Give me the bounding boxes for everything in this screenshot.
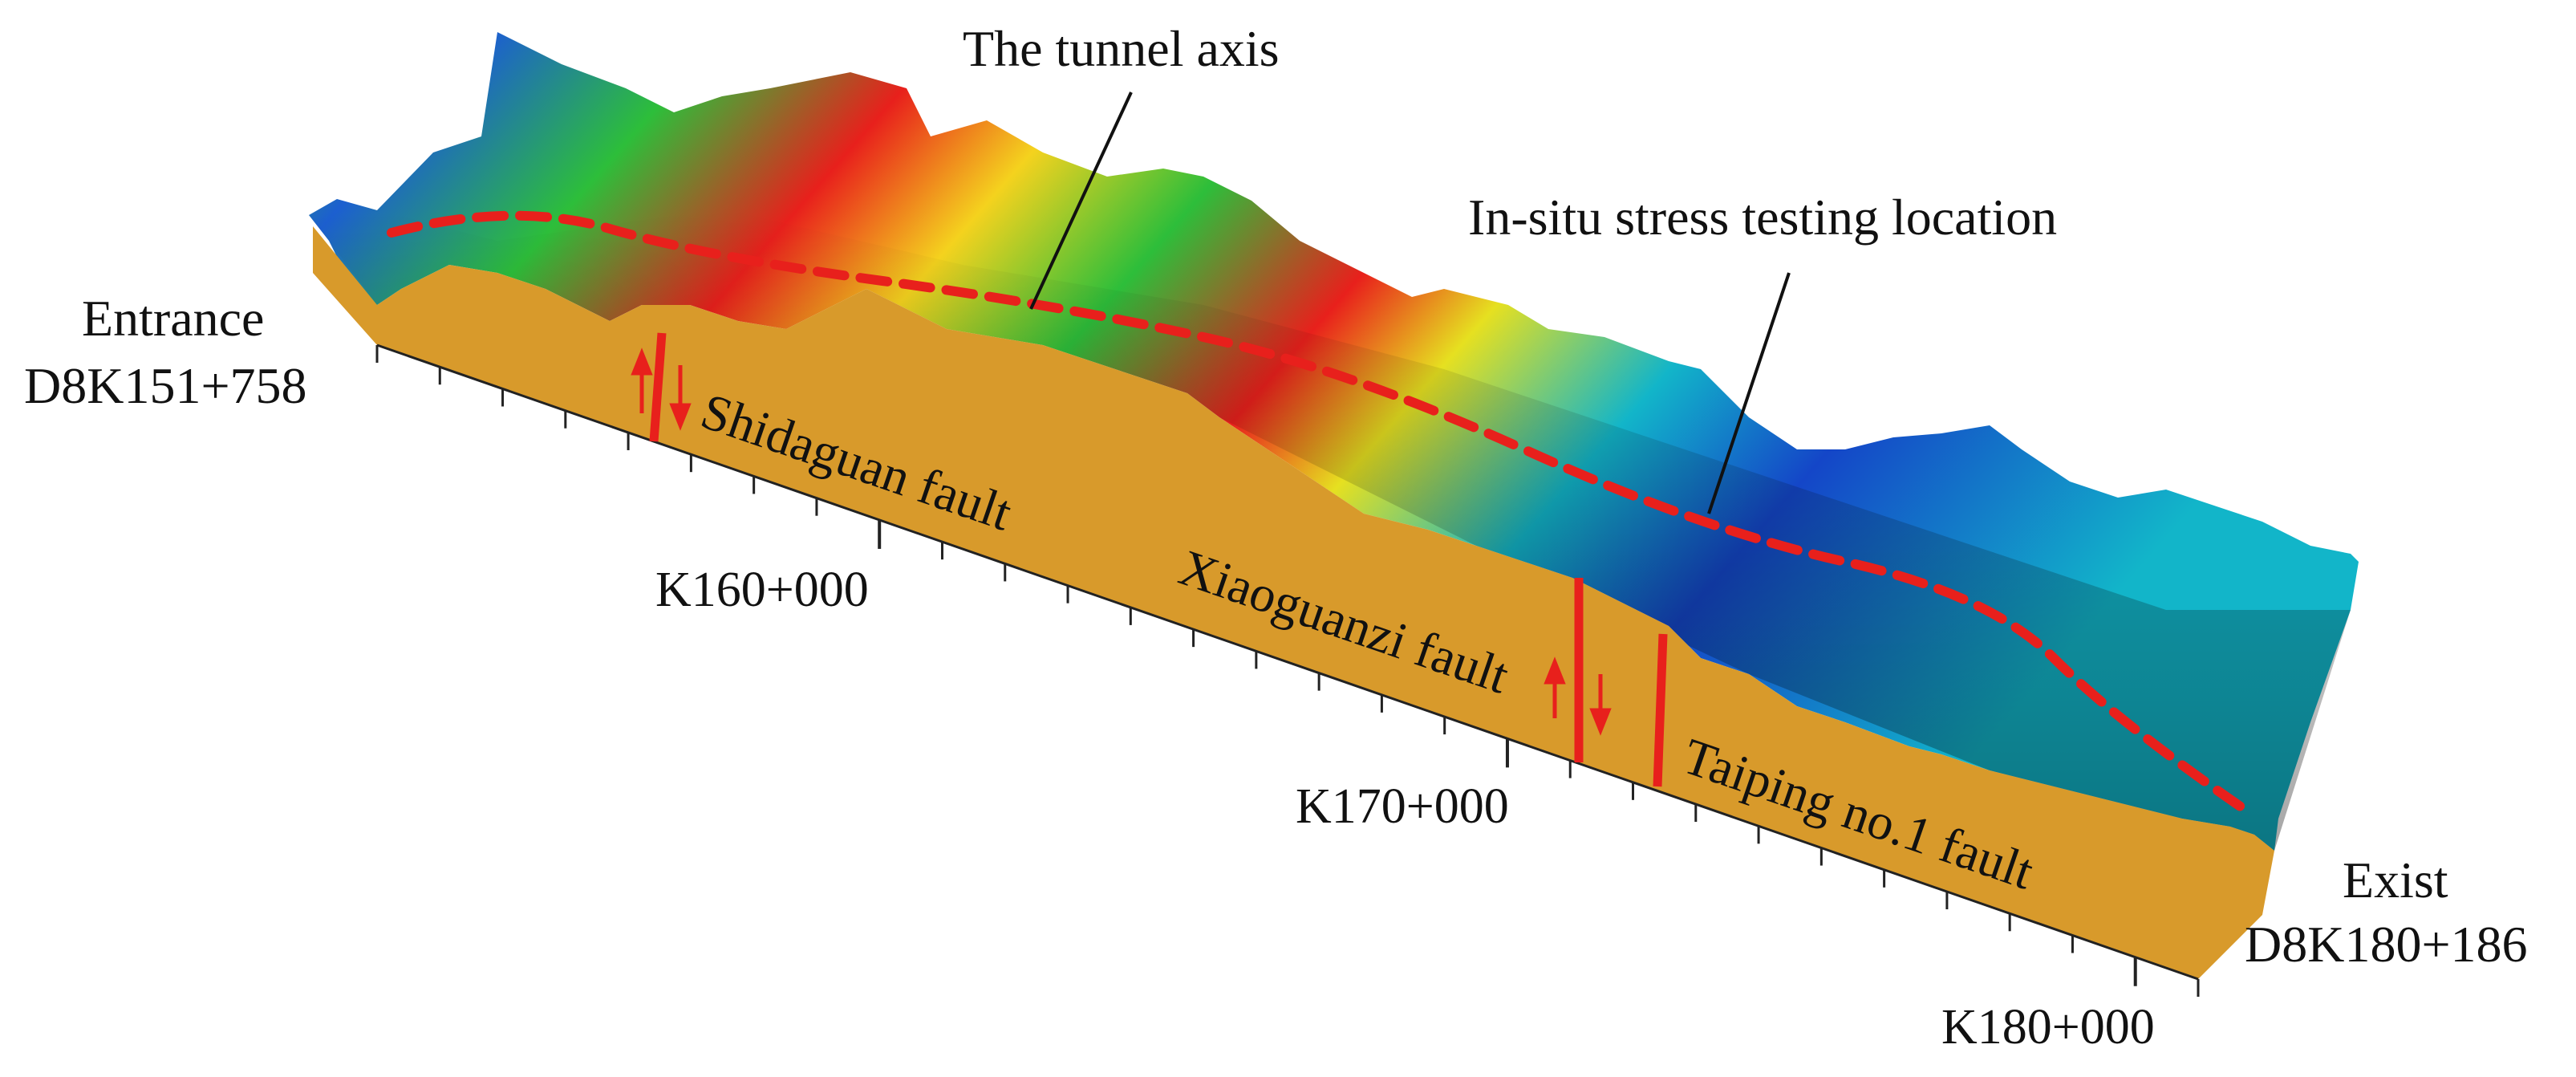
base-block bbox=[313, 226, 2274, 981]
exit-label: Exist bbox=[2343, 851, 2448, 908]
arrow-up-icon bbox=[1544, 656, 1566, 718]
stress-location-label: In-situ stress testing location bbox=[1468, 189, 2057, 246]
stress-location-pointer bbox=[1707, 272, 1791, 514]
fault-line-taiping bbox=[1653, 633, 1668, 787]
fault-line-shidaguan bbox=[649, 332, 667, 442]
entrance-label: Entrance bbox=[82, 290, 264, 347]
arrow-down-icon bbox=[669, 365, 692, 431]
arrow-down-icon bbox=[1589, 674, 1612, 736]
entrance-chainage: D8K151+758 bbox=[24, 357, 307, 414]
annotation-pointers bbox=[1029, 91, 1791, 514]
fault-arrows bbox=[631, 347, 1612, 736]
tunnel-axis-label: The tunnel axis bbox=[963, 20, 1280, 77]
tunnel-axis-line bbox=[387, 210, 2251, 815]
base-front-face bbox=[313, 226, 2274, 979]
mileage-label-k180: K180+000 bbox=[1941, 1000, 2155, 1055]
mileage-label-k170: K170+000 bbox=[1296, 779, 1509, 834]
tunnel-axis-pointer bbox=[1029, 91, 1133, 310]
mileage-ticks bbox=[375, 345, 2200, 997]
exit-chainage: D8K180+186 bbox=[2245, 916, 2528, 973]
terrain-shade bbox=[309, 209, 2351, 851]
arrow-up-icon bbox=[631, 347, 653, 413]
mileage-label-k160: K160+000 bbox=[655, 563, 869, 617]
fault-lines bbox=[649, 332, 1668, 787]
base-bottom-edge bbox=[376, 343, 2199, 981]
terrain-surface bbox=[309, 32, 2359, 851]
